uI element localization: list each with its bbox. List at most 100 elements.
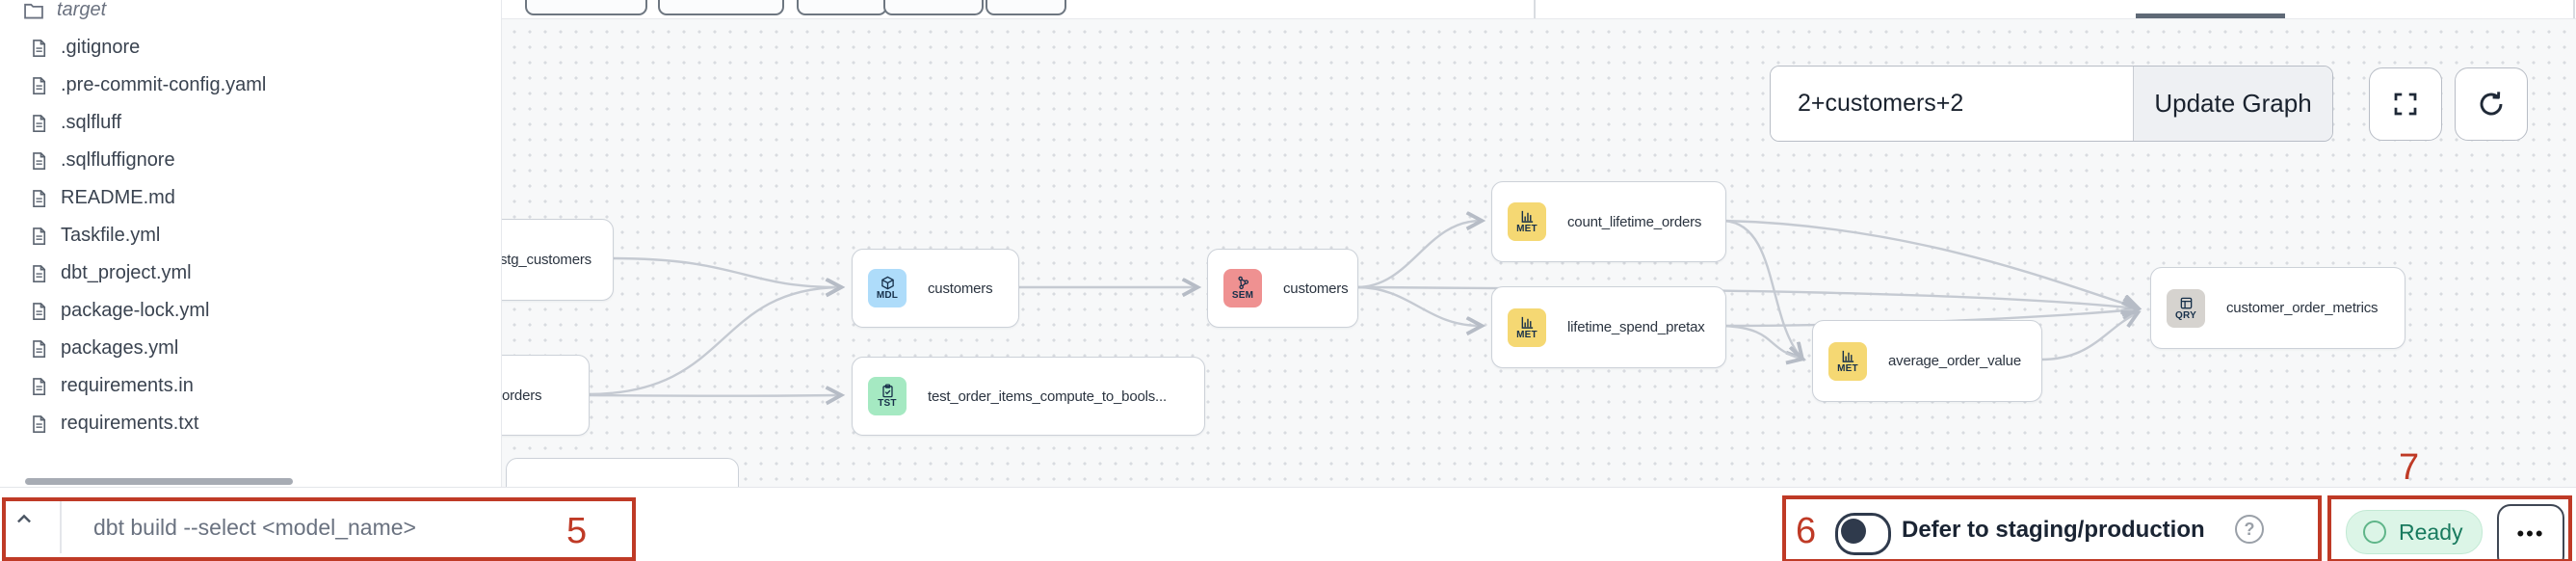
collapse-panel-button[interactable] [8, 503, 40, 536]
status-label: Ready [2399, 519, 2463, 545]
file-name: requirements.txt [61, 413, 199, 434]
refresh-button[interactable] [2455, 67, 2528, 141]
command-bar: Defer to staging/production ? Ready ••• [0, 487, 2576, 561]
lineage-node-customers-semantic[interactable]: SEM customers [1207, 249, 1358, 328]
cutoff-toolbar-button[interactable] [658, 0, 784, 15]
lineage-selector-bar: Update Graph [1770, 66, 2333, 142]
file-name: package-lock.yml [61, 300, 210, 321]
node-label: lifetime_spend_pretax [1567, 319, 1705, 335]
file-icon [29, 377, 48, 396]
refresh-icon [2480, 92, 2503, 116]
badge-text: MET [1837, 362, 1858, 374]
sidebar-item-file[interactable]: packages.yml [0, 330, 501, 367]
defer-toggle[interactable] [1835, 513, 1891, 555]
metric-barchart-icon [1521, 210, 1533, 223]
cutoff-toolbar-button[interactable] [986, 0, 1066, 15]
test-clipboard-icon [881, 384, 893, 398]
metric-barchart-icon [1842, 350, 1853, 362]
file-name: Taskfile.yml [61, 225, 161, 246]
file-icon [29, 189, 48, 208]
sidebar-item-file[interactable]: .sqlfluff [0, 104, 501, 142]
file-icon [29, 339, 48, 359]
file-name: packages.yml [61, 337, 179, 359]
file-name: .sqlfluffignore [61, 149, 175, 171]
dbt-command-input[interactable] [92, 505, 548, 549]
badge-text: SEM [1231, 290, 1254, 301]
file-explorer-sidebar: target .gitignore .pre-commit-config.yam… [0, 0, 502, 487]
lineage-node-test-order-items[interactable]: TST test_order_items_compute_to_bools... [852, 357, 1205, 436]
sidebar-item-file[interactable]: .gitignore [0, 29, 501, 67]
defer-toggle-label: Defer to staging/production [1902, 517, 2205, 543]
sidebar-item-file[interactable]: requirements.in [0, 367, 501, 405]
cutoff-toolbar-button[interactable] [525, 0, 647, 15]
node-label: stg_customers [500, 252, 591, 268]
file-name: requirements.in [61, 375, 194, 396]
file-name: .pre-commit-config.yaml [61, 74, 267, 95]
badge-text: MET [1516, 224, 1538, 234]
selector-input[interactable] [1771, 67, 2133, 141]
file-icon [29, 151, 48, 171]
sidebar-item-file[interactable]: package-lock.yml [0, 292, 501, 330]
badge-text: MET [1516, 329, 1538, 340]
model-badge: MDL [868, 269, 907, 307]
node-label: orders [502, 387, 542, 404]
semantic-model-badge: SEM [1223, 269, 1262, 307]
fullscreen-icon [2394, 93, 2417, 116]
lineage-node-customer-order-metrics[interactable]: QRY customer_order_metrics [2150, 267, 2405, 349]
test-badge: TST [868, 377, 907, 415]
file-icon [29, 114, 48, 133]
file-icon [29, 414, 48, 434]
sidebar-item-file[interactable]: README.md [0, 179, 501, 217]
top-toolbar-strip [501, 0, 2576, 19]
badge-text: TST [878, 398, 897, 409]
query-window-icon [2180, 297, 2192, 308]
file-icon [29, 76, 48, 95]
cutoff-toolbar-button[interactable] [883, 0, 984, 15]
metric-badge: MET [1508, 307, 1546, 347]
file-icon [29, 39, 48, 58]
strip-divider [1534, 0, 1536, 18]
horizontal-scrollbar-thumb[interactable] [25, 478, 293, 485]
node-label: test_order_items_compute_to_bools... [928, 387, 1167, 405]
toggle-knob [1841, 519, 1866, 544]
file-icon [29, 227, 48, 246]
sidebar-item-file[interactable]: dbt_project.yml [0, 254, 501, 292]
active-tab-underline [2136, 13, 2285, 18]
chevron-up-icon [17, 514, 31, 523]
metric-badge: MET [1828, 341, 1867, 381]
file-name: target [57, 0, 107, 20]
saved-query-badge: QRY [2167, 288, 2205, 328]
sidebar-item-target-folder[interactable]: target [0, 0, 501, 29]
node-label: customers [928, 280, 993, 297]
sidebar-item-file[interactable]: .pre-commit-config.yaml [0, 67, 501, 104]
file-name: .gitignore [61, 37, 141, 58]
file-name: README.md [61, 187, 175, 208]
sidebar-item-file[interactable]: .sqlfluffignore [0, 142, 501, 179]
model-cube-icon [881, 276, 894, 290]
sidebar-item-file[interactable]: Taskfile.yml [0, 217, 501, 254]
lineage-node-customers-model[interactable]: MDL customers [852, 249, 1019, 328]
strip-divider [2573, 0, 2575, 18]
metric-barchart-icon [1521, 316, 1533, 329]
folder-icon [23, 0, 44, 21]
badge-text: MDL [876, 290, 899, 301]
file-name: .sqlfluff [61, 112, 121, 133]
metric-badge: MET [1508, 202, 1546, 241]
node-label: customer_order_metrics [2226, 300, 2379, 316]
fullscreen-button[interactable] [2369, 67, 2442, 141]
lineage-node-average-order-value[interactable]: MET average_order_value [1812, 320, 2042, 402]
help-icon[interactable]: ? [2235, 515, 2264, 544]
semantic-graph-icon [1237, 276, 1249, 290]
cutoff-toolbar-button[interactable] [797, 0, 887, 15]
file-icon [29, 264, 48, 283]
sidebar-item-file[interactable]: requirements.txt [0, 405, 501, 442]
status-circle-icon [2363, 521, 2386, 544]
badge-text: QRY [2175, 309, 2196, 321]
status-badge: Ready [2346, 510, 2483, 554]
lineage-node-lifetime-spend-pretax[interactable]: MET lifetime_spend_pretax [1491, 286, 1726, 368]
update-graph-button[interactable]: Update Graph [2133, 67, 2332, 141]
lineage-node-count-lifetime-orders[interactable]: MET count_lifetime_orders [1491, 181, 1726, 262]
overflow-menu-button[interactable]: ••• [2497, 504, 2564, 561]
divider [60, 499, 62, 553]
